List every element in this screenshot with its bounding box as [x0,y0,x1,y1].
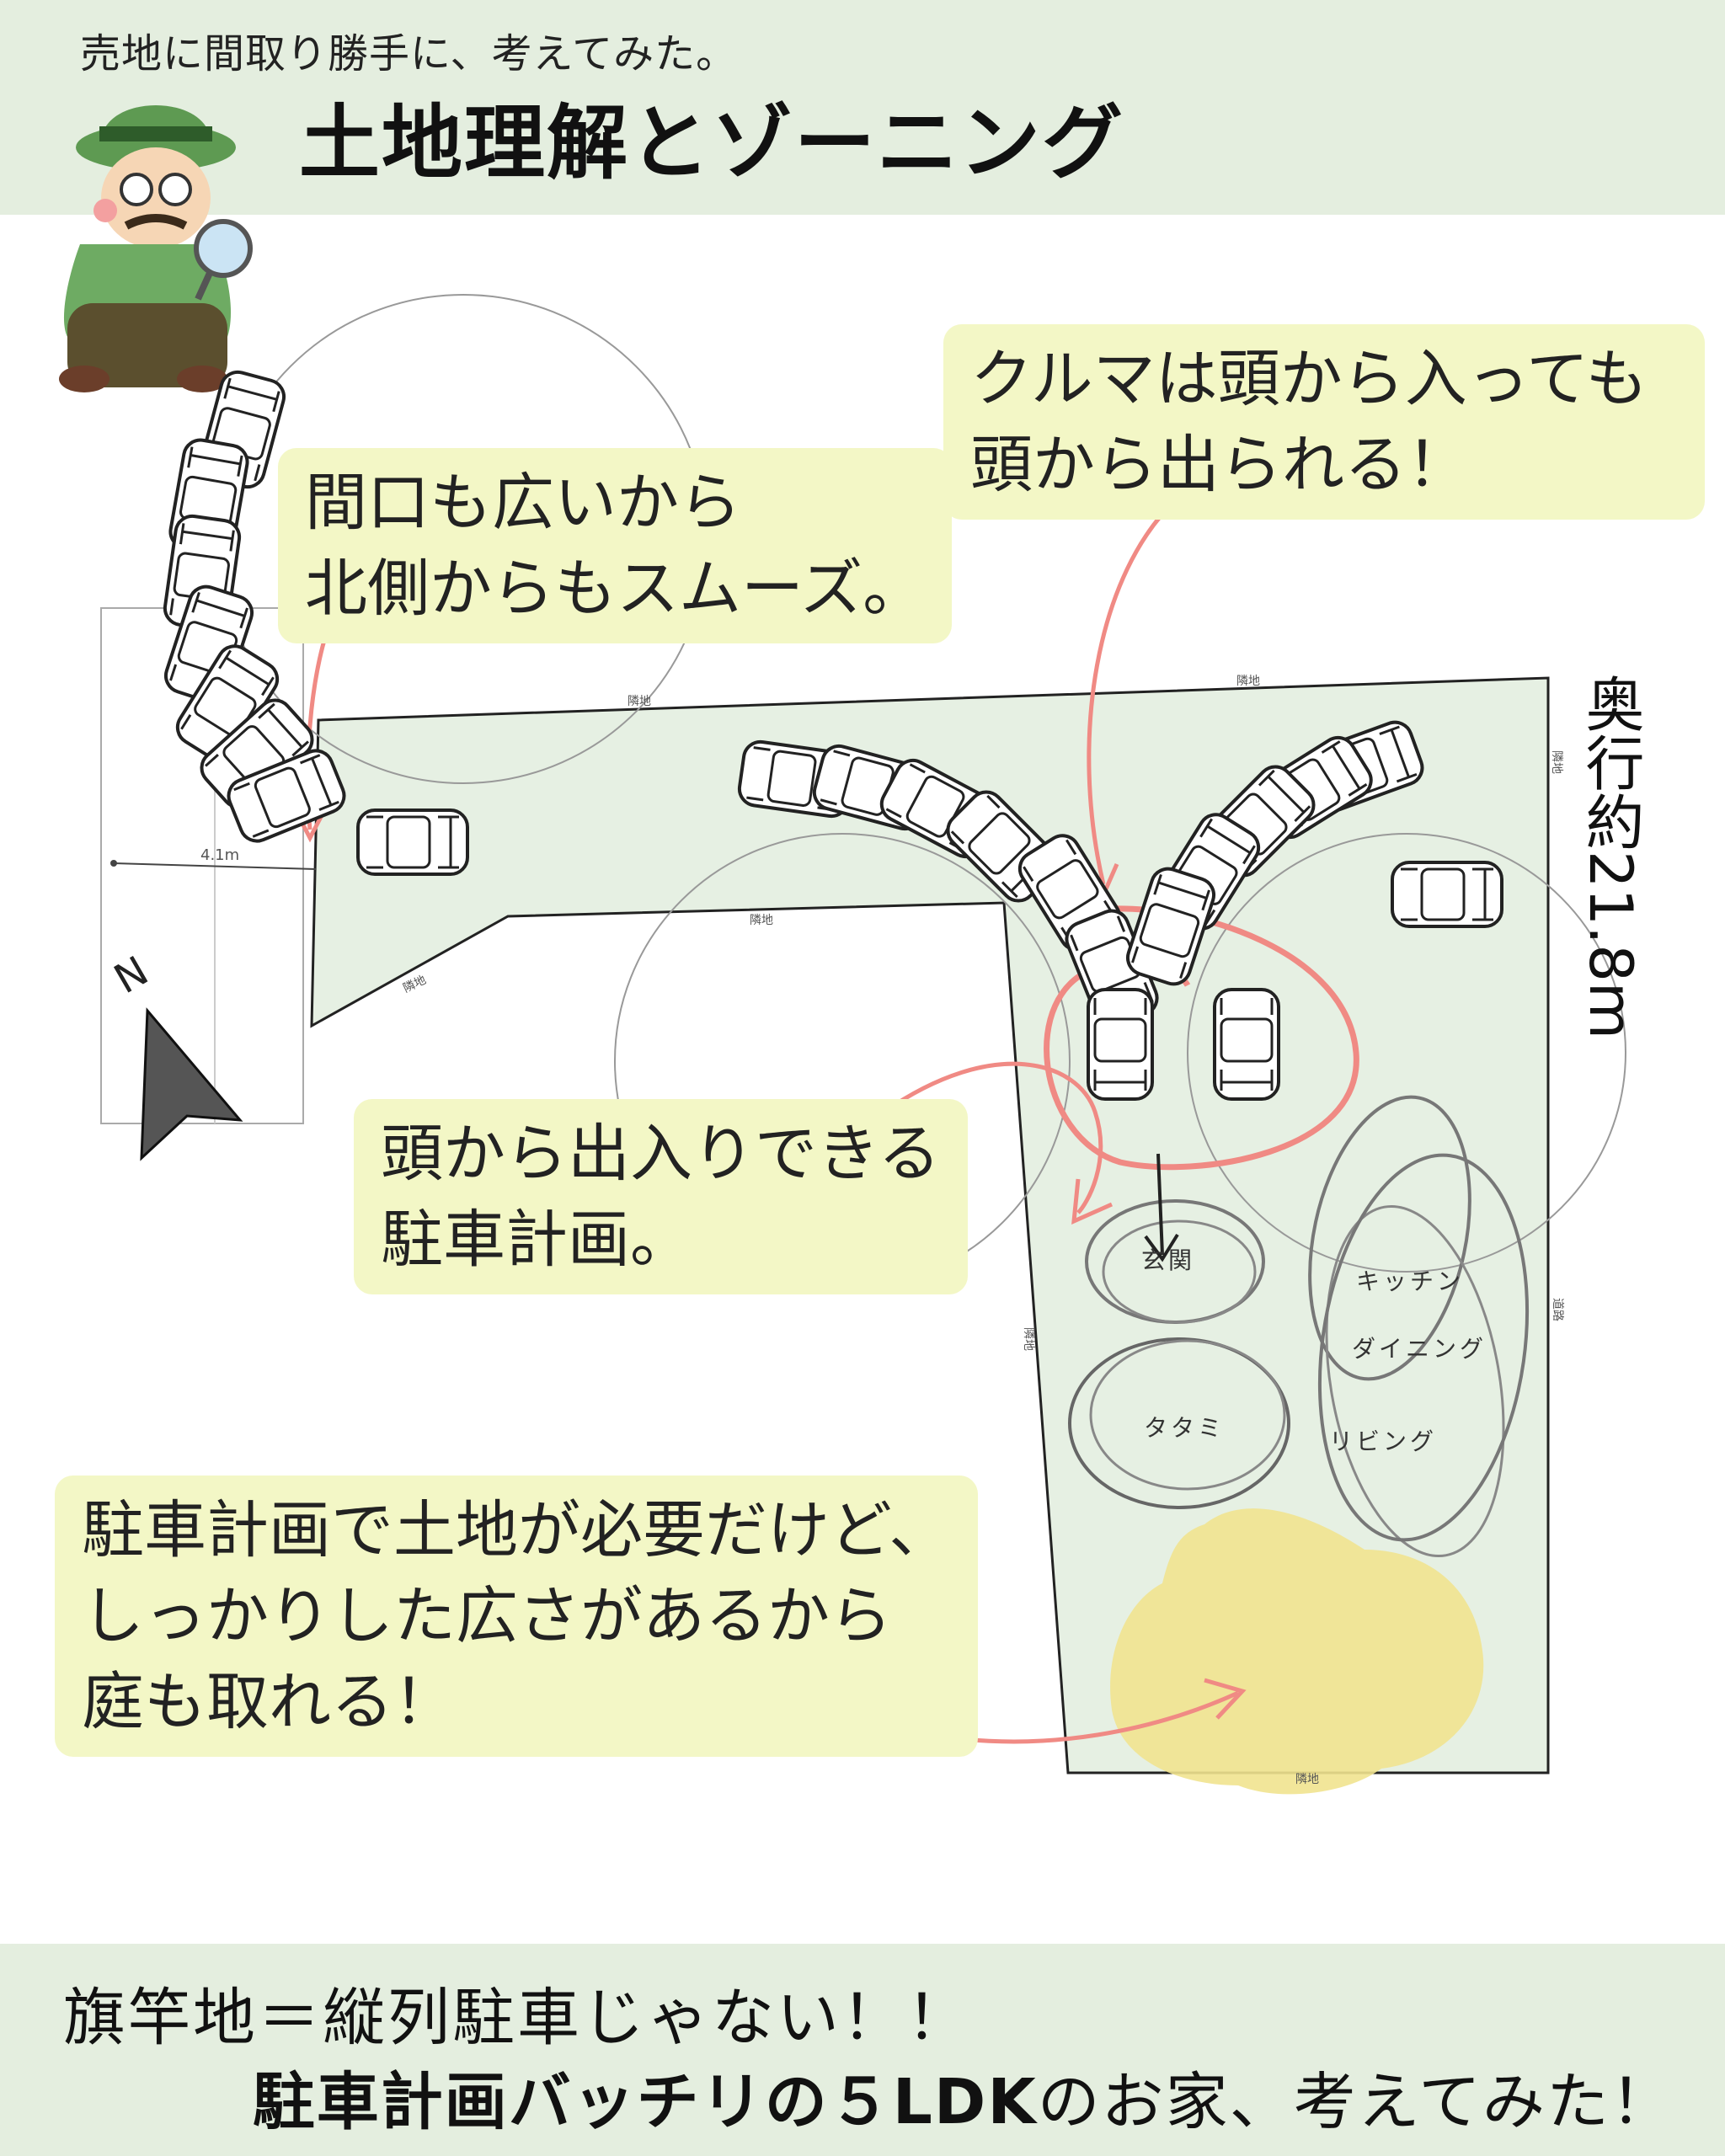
magnifier-icon [194,219,253,301]
footer-line1: 旗竿地＝縦列駐車じゃない！！ [63,1982,971,2054]
north-arrow-icon [140,1007,243,1161]
neighbor-label-north: 隣地 [628,695,651,708]
callout-head-in-out: 頭から出入りできる 駐車計画。 [354,1099,968,1294]
room-entrance: 玄関 [1141,1246,1196,1274]
callout-garden-line1: 駐車計画で土地が必要だけど、 [82,1494,952,1566]
subtitle: 売地に間取り勝手に、考えてみた。 [80,30,738,77]
callout-head-in-out-line2: 駐車計画。 [381,1203,692,1276]
arrow-turn [1087,495,1181,885]
road-label-east: 道路 [1551,1298,1564,1321]
room-living: リビング [1329,1428,1438,1455]
footer-band [0,1944,1725,2156]
neighbor-label-northeast: 隣地 [1236,675,1260,688]
footer-line2-rest: のお家、考えてみた！ [1037,2066,1674,2138]
room-tatami: タタミ [1144,1414,1226,1442]
callout-garden-line3: 庭も取れる！ [82,1666,456,1738]
car-icon [1087,988,1154,1101]
lot-outline [310,676,1550,1774]
depth-label: 奥行約21.8m [1576,674,1645,1040]
callout-frontage: 間口も広いから 北側からもスムーズ。 [278,448,953,643]
footer-line2-bold: 駐車計画バッチリの５LDK [252,2066,1038,2138]
callout-head-in-out-line1: 頭から出入りできる [381,1118,941,1190]
room-dining: ダイニング [1352,1335,1487,1363]
callout-garden: 駐車計画で土地が必要だけど、 しっかりした広さがあるから 庭も取れる！ [55,1476,979,1757]
car-icon [1391,861,1503,928]
arrow-head-in-out [883,1061,1103,1214]
garden-area [1110,1508,1484,1795]
callout-car-turn-line1: クルマは頭から入っても [970,343,1648,415]
callout-frontage-line2: 北側からもスムーズ。 [305,552,926,625]
car-icon [1213,988,1280,1101]
neighbor-label-south: 隣地 [1295,1773,1319,1786]
callout-car-turn: クルマは頭から入っても 頭から出られる！ [943,324,1705,520]
room-kitchen: キッチン [1356,1267,1465,1295]
footer-line2: 駐車計画バッチリの５LDKのお家、考えてみた！ [253,2052,1674,2142]
neighbor-label-east: 隣地 [1550,750,1563,774]
detective-character-icon [59,105,236,392]
callout-frontage-line1: 間口も広いから [305,467,741,539]
callout-garden-line2: しっかりした広さがあるから [82,1580,892,1652]
car-icon [356,808,469,876]
neighbor-label-middle: 隣地 [750,914,773,927]
neighbor-label-west: 隣地 [1022,1327,1035,1351]
page-title: 土地理解とゾーニング [299,96,1124,190]
callout-car-turn-line2: 頭から出られる！ [970,429,1469,501]
header-band [0,0,1725,215]
frontage-width-label: 4.1m [200,846,240,864]
